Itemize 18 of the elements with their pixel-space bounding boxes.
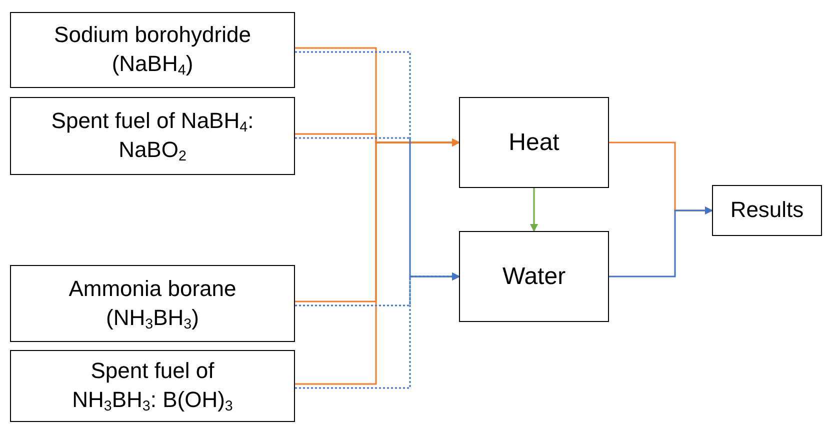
box-label: Spent fuel of NaBH$_{4}$: NaBO$_{2}$ xyxy=(50,107,255,165)
box-label: Spent fuel of NH$_{3}$BH$_{3}$: B(OH)$_{3}$ xyxy=(71,357,234,415)
connector-arrow xyxy=(295,272,460,389)
connector-arrow xyxy=(609,206,713,278)
box-label: Heat xyxy=(508,128,560,158)
process-box xyxy=(10,350,295,422)
process-box xyxy=(10,97,295,175)
connector-arrow xyxy=(295,138,460,385)
process-box xyxy=(712,185,822,236)
box-label: Ammonia borane (NH$_{3}$BH$_{3}$) xyxy=(68,274,238,332)
box-label: Results xyxy=(730,196,804,224)
process-box xyxy=(10,12,295,88)
process-box xyxy=(10,265,295,342)
process-box xyxy=(459,231,609,322)
process-box xyxy=(459,97,609,188)
box-label: Water xyxy=(502,262,566,292)
box-label: Sodium borohydride (NaBH$_{4}$) xyxy=(53,21,252,79)
connector-arrow xyxy=(530,188,538,232)
